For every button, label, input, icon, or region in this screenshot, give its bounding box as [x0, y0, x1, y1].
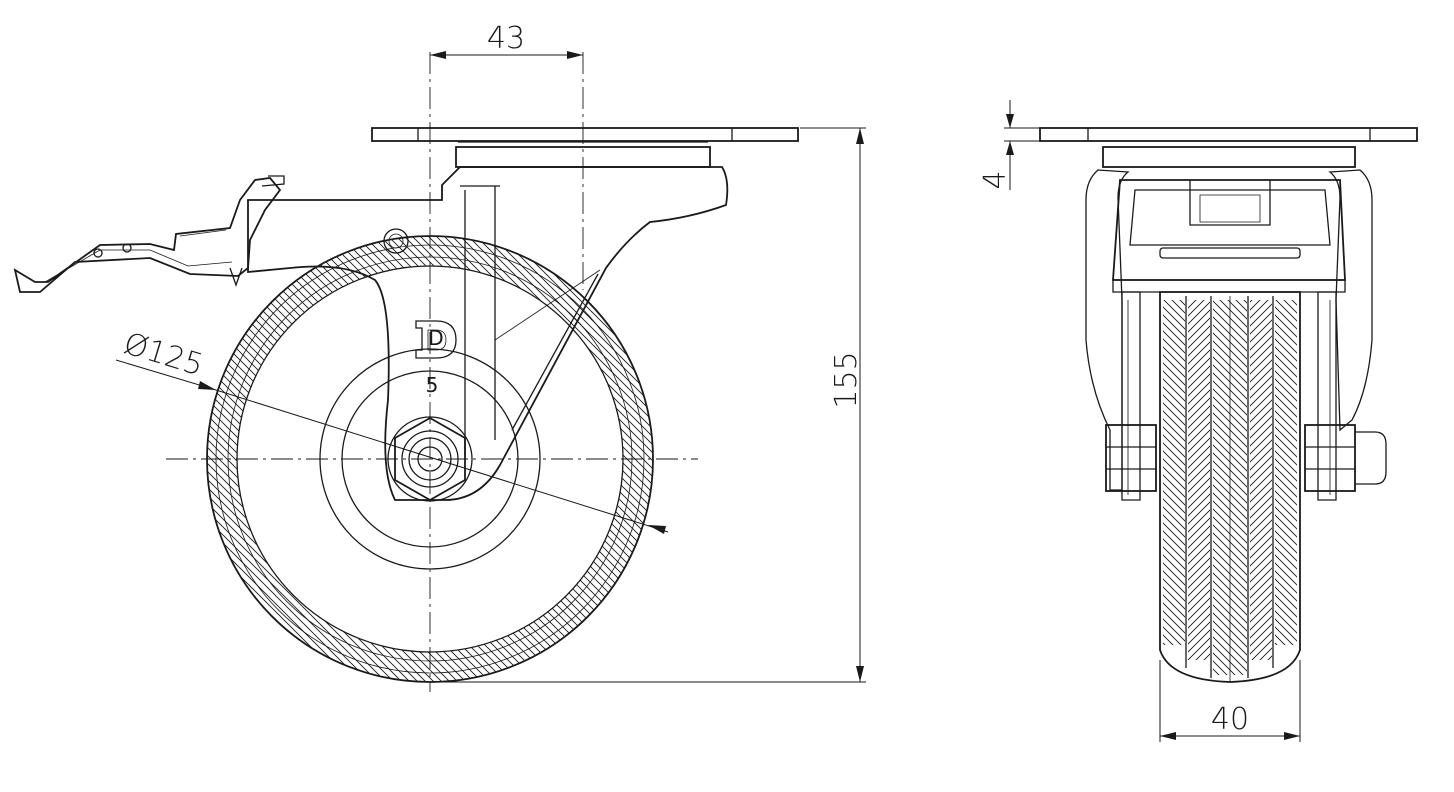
logo-letter: D	[428, 326, 443, 350]
load-marking: 5	[426, 373, 439, 397]
centerlines	[166, 52, 698, 692]
axle-nut-right	[1304, 424, 1356, 492]
front-view: 4 40	[978, 100, 1418, 742]
swivel-head	[371, 127, 799, 168]
front-tyre	[1159, 291, 1301, 683]
dimension-height-label: 155	[829, 351, 864, 408]
logo-mark: D 5	[415, 320, 457, 397]
dimension-plate-thickness-label: 4	[978, 170, 1013, 189]
side-view: D 5 43 155	[13, 21, 866, 692]
dimension-offset-label: 43	[487, 21, 525, 56]
top-plate	[371, 127, 799, 142]
front-top-plate	[1039, 127, 1418, 142]
brake-lever	[13, 175, 285, 293]
rivet-icon	[383, 228, 409, 254]
axle-nut-left	[1105, 424, 1157, 492]
dimension-tread-width-label: 40	[1211, 702, 1249, 737]
dimension-tread-width: 40	[1159, 660, 1301, 742]
dimension-plate-thickness: 4	[978, 100, 1040, 190]
dimension-offset: 43	[430, 21, 583, 59]
dimension-height: 155	[430, 127, 866, 683]
fork-bracket	[247, 166, 729, 501]
